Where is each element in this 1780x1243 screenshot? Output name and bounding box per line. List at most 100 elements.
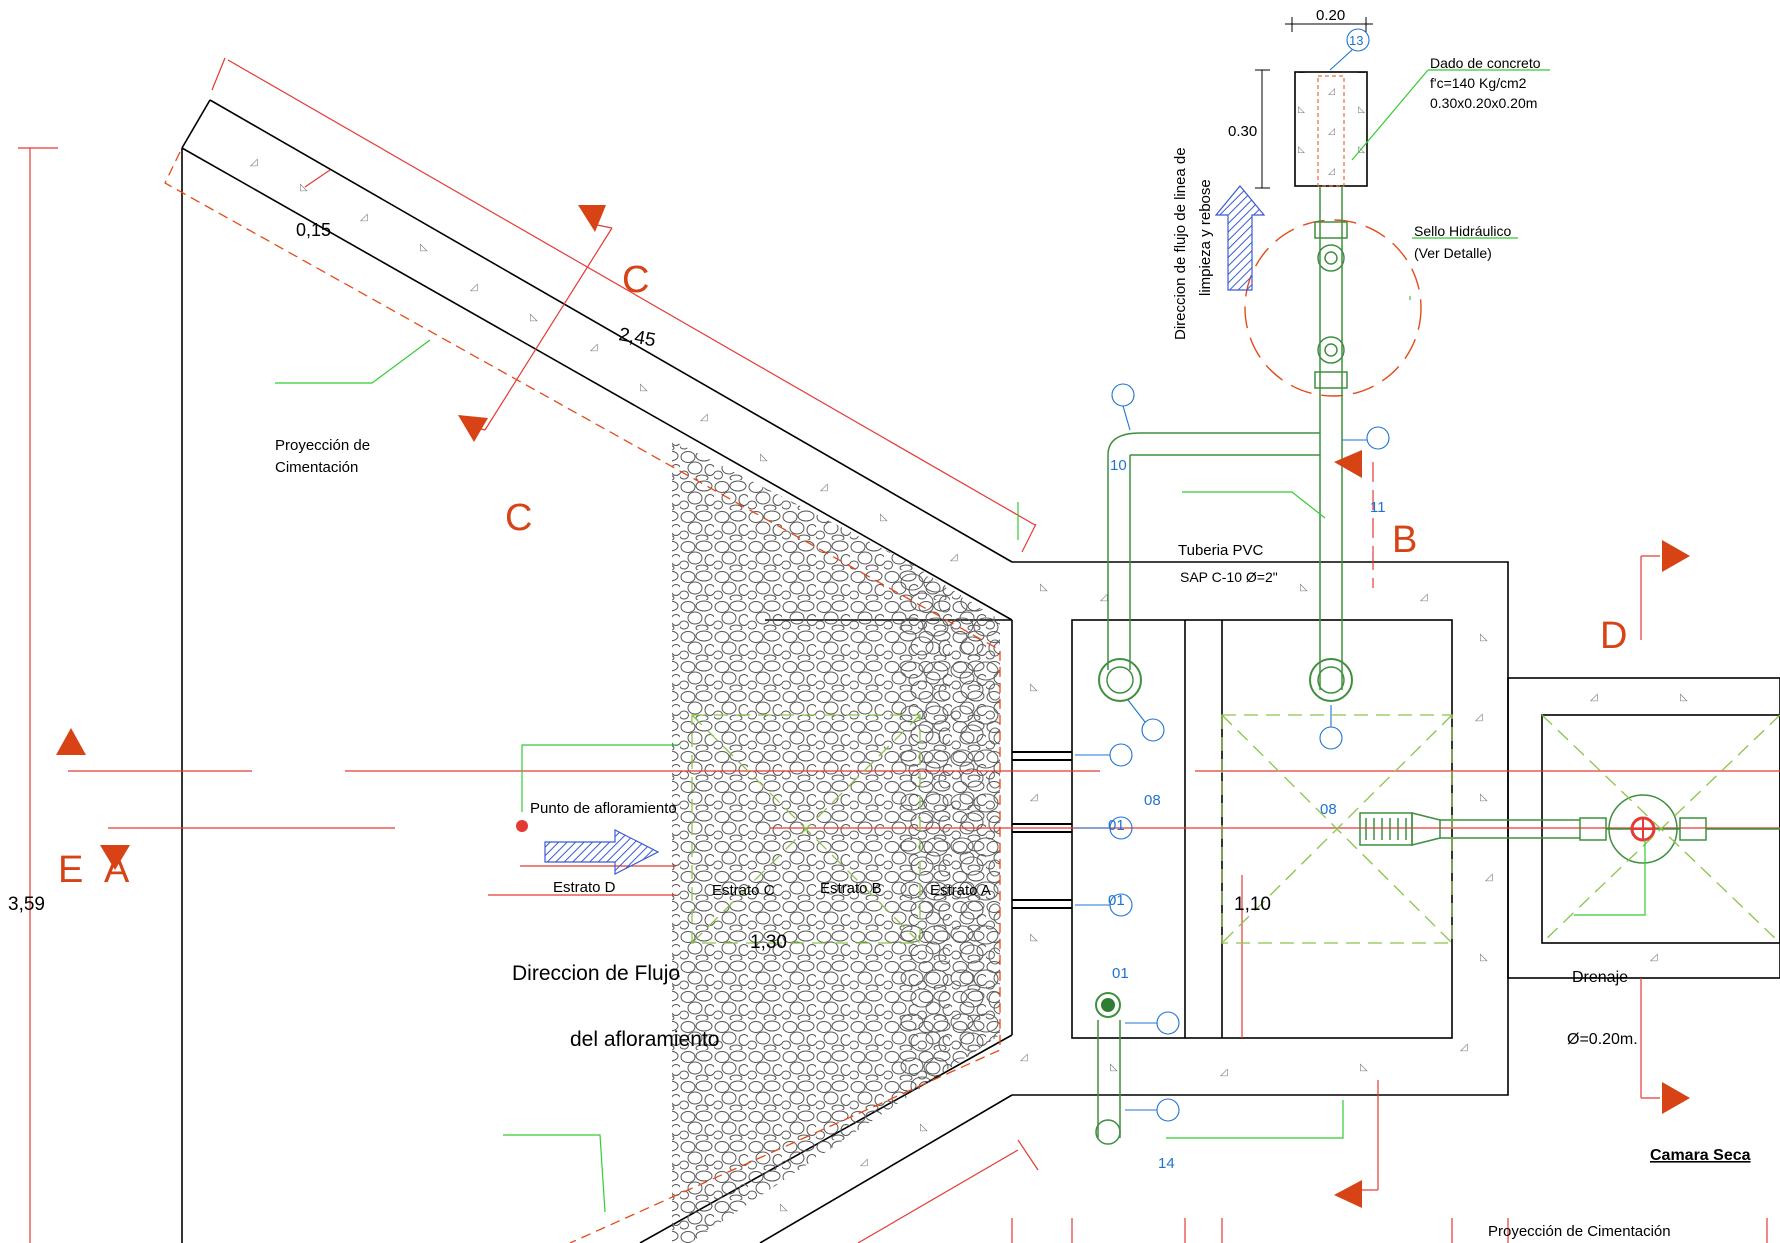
svg-text:◿: ◿	[250, 157, 258, 168]
drainage-label: Drenaje	[1572, 969, 1628, 986]
svg-text:◺: ◺	[420, 242, 428, 253]
svg-text:◿: ◿	[950, 552, 958, 563]
green-dashed-frames	[691, 714, 1780, 944]
callout-bubbles	[1075, 28, 1390, 1122]
callout-numbers: 13 10 11 08 08 01 01 01 14	[1108, 33, 1386, 1172]
dimension-texts: 0.20 0.30 0,15 2,45 3,59 1,30 1,10	[8, 7, 1345, 953]
pipe-spec-line2: SAP C-10 Ø=2"	[1180, 569, 1278, 585]
svg-text:◿: ◿	[820, 482, 828, 493]
section-a: A	[104, 849, 130, 891]
svg-text:◿: ◿	[1460, 1042, 1468, 1053]
callout-08-right: 08	[1320, 801, 1337, 818]
svg-text:◿: ◿	[1420, 592, 1428, 603]
svg-text:◺: ◺	[1680, 692, 1688, 703]
svg-text:◺: ◺	[1110, 1062, 1118, 1073]
svg-text:◿: ◿	[860, 1157, 868, 1168]
bottom-projection-label: Proyección de Cimentación	[1488, 1223, 1671, 1240]
pipe-spec-line1: Tuberia PVC	[1178, 542, 1263, 559]
stratum-c-label: Estrato C	[712, 882, 775, 899]
hydraulic-seal-detail-circle	[1244, 219, 1422, 397]
callout-11: 11	[1370, 499, 1386, 516]
cleanout-direction-line1: Direccion de flujo de linea de	[1172, 147, 1189, 340]
svg-text:◺: ◺	[1480, 952, 1488, 963]
svg-text:◿: ◿	[700, 412, 708, 423]
sello-detail: (Ver Detalle)	[1414, 245, 1492, 261]
dim-total-height: 3,59	[8, 894, 45, 915]
svg-text:◿: ◿	[1475, 712, 1483, 723]
section-b: B	[1392, 519, 1417, 561]
section-c-upper: C	[622, 259, 649, 301]
projection-line1: Proyección de	[275, 437, 370, 454]
svg-text:◺: ◺	[760, 452, 768, 463]
svg-text:◿: ◿	[1220, 1067, 1228, 1078]
flow-direction-arrow	[544, 829, 660, 875]
leader-lines	[275, 69, 1646, 1213]
svg-text:◺: ◺	[1360, 1062, 1368, 1073]
callout-14: 14	[1158, 1155, 1175, 1172]
svg-text:◺: ◺	[1300, 582, 1308, 593]
flow-direction-line2: del afloramiento	[570, 1028, 719, 1051]
dim-width-top: 0.20	[1316, 7, 1345, 24]
spring-point-label: Punto de afloramiento	[530, 800, 677, 817]
dim-wing-thickness: 0,15	[296, 220, 331, 240]
section-c-lower: C	[505, 497, 532, 539]
flow-direction-line1: Direccion de Flujo	[512, 962, 680, 985]
svg-text:◺: ◺	[1030, 682, 1038, 693]
dim-chamber-width: 1,10	[1234, 894, 1271, 915]
pipe-network	[1012, 186, 1780, 1145]
svg-text:◺: ◺	[300, 182, 308, 193]
svg-text:◺: ◺	[880, 512, 888, 523]
cleanout-direction-line2: limpieza y rebose	[1197, 179, 1214, 296]
callout-01-b: 01	[1108, 892, 1125, 909]
callout-10: 10	[1110, 457, 1127, 474]
svg-text:◺: ◺	[1040, 582, 1048, 593]
svg-text:◺: ◺	[530, 312, 538, 323]
callout-08-left: 08	[1144, 792, 1161, 809]
section-d: D	[1600, 615, 1627, 657]
foundation-projection	[164, 151, 1001, 1243]
callout-01-c: 01	[1112, 965, 1129, 982]
section-e: E	[58, 849, 83, 891]
gravel-filter	[672, 440, 1000, 1243]
svg-text:◺: ◺	[1480, 632, 1488, 643]
cleanout-flow-arrow	[1214, 185, 1266, 291]
dado-size: 0.30x0.20x0.20m	[1430, 95, 1537, 111]
svg-text:◿: ◿	[1650, 952, 1658, 963]
stratum-b-label: Estrato B	[820, 880, 882, 897]
dimension-lines	[18, 57, 1780, 1243]
svg-text:◺: ◺	[920, 1122, 928, 1133]
section-letters: C C B D E A	[58, 259, 1627, 891]
dim-filter-width: 1,30	[750, 932, 787, 953]
stratum-a-label: Estrato A	[930, 882, 991, 899]
callout-01-a: 01	[1108, 817, 1125, 834]
section-markers	[56, 205, 1690, 1208]
concrete-texture: ◿◺◿ ◺◿◺ ◿◺◿ ◺◿◺ ◿◺◿ ◺◿◺ ◿◺◿ ◺◿◺ ◿◺◿ ◺◿◺ …	[250, 157, 1688, 1213]
dim-wing-length: 2,45	[617, 324, 657, 351]
svg-text:◿: ◿	[1030, 792, 1038, 803]
svg-text:◺: ◺	[640, 382, 648, 393]
svg-text:◿: ◿	[470, 282, 478, 293]
projection-line2: Cimentación	[275, 459, 358, 476]
svg-text:◿: ◿	[1590, 692, 1598, 703]
concrete-dado	[1294, 71, 1368, 187]
svg-text:◺: ◺	[1030, 932, 1038, 943]
lower-elbow	[1101, 998, 1115, 1012]
stratum-d-label: Estrato D	[553, 879, 616, 896]
drainage-diameter: Ø=0.20m.	[1567, 1031, 1638, 1048]
svg-text:◺: ◺	[780, 1202, 788, 1213]
svg-text:◺: ◺	[1480, 792, 1488, 803]
dim-height-top: 0.30	[1228, 123, 1257, 140]
sello-title: Sello Hidráulico	[1414, 223, 1511, 239]
dry-chamber-title: Camara Seca	[1650, 1147, 1751, 1164]
spring-point-marker	[516, 820, 528, 832]
svg-text:◿: ◿	[590, 342, 598, 353]
dado-dimensions	[1255, 17, 1373, 189]
svg-text:◿: ◿	[1100, 592, 1108, 603]
svg-text:◿: ◿	[1020, 1052, 1028, 1063]
callout-13: 13	[1349, 33, 1363, 48]
svg-text:◿: ◿	[360, 212, 368, 223]
svg-text:◿: ◿	[1485, 872, 1493, 883]
dado-title: Dado de concreto	[1430, 55, 1541, 71]
